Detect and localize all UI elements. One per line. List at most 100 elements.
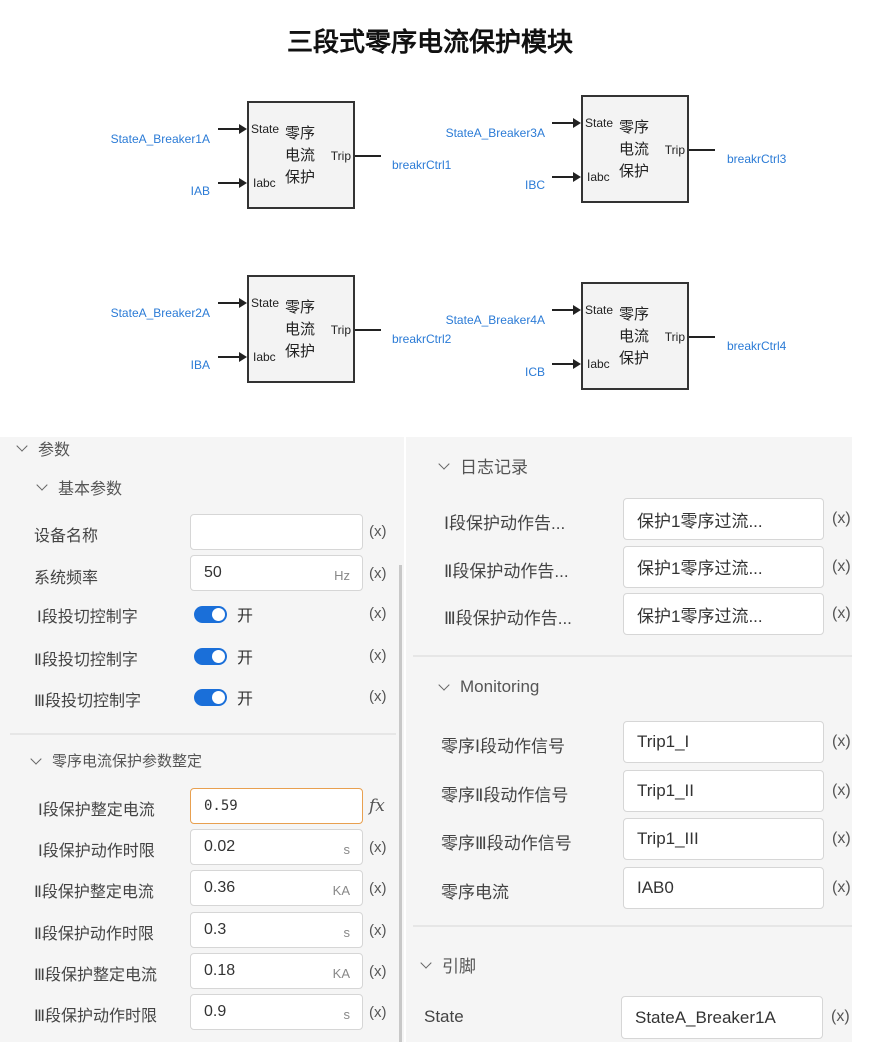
variable-button[interactable]: (x) (369, 647, 387, 664)
field-input[interactable]: 保护1零序过流... (623, 545, 824, 588)
trip-signal-label[interactable]: breakrCtrl4 (727, 339, 787, 353)
block-name: 零序电流保护 (285, 125, 316, 186)
trip-signal-label[interactable]: breakrCtrl1 (392, 158, 452, 172)
chevron-down-icon (16, 440, 28, 452)
variable-button[interactable]: (x) (369, 565, 387, 582)
variable-button[interactable]: (x) (369, 880, 387, 898)
device-name-input[interactable] (190, 514, 363, 550)
output-wire (689, 149, 715, 151)
switch3-toggle[interactable] (194, 689, 227, 706)
variable-button[interactable]: (x) (832, 557, 851, 575)
field-input[interactable]: Trip1_I (623, 721, 824, 763)
state-signal-label[interactable]: StateA_Breaker2A (110, 306, 210, 320)
input-value: IAB0 (637, 877, 674, 897)
field-input[interactable]: StateA_Breaker1A (621, 996, 823, 1039)
field-input[interactable]: Trip1_III (623, 818, 824, 860)
variable-button[interactable]: (x) (832, 781, 851, 799)
variable-button[interactable]: (x) (832, 830, 851, 847)
chevron-down-icon (30, 752, 42, 765)
switch2-label: Ⅱ段投切控制字 (34, 652, 138, 669)
state-signal-label[interactable]: StateA_Breaker4A (445, 313, 545, 327)
input-value: 0.59 (204, 798, 238, 814)
left-scrollbar[interactable] (399, 565, 402, 1042)
trip-signal-label[interactable]: breakrCtrl2 (392, 332, 452, 346)
switch2-toggle[interactable] (194, 648, 227, 665)
field-label: Ⅰ段保护动作告... (444, 514, 566, 533)
pin-trip: Trip (330, 149, 351, 163)
iabc-signal-label[interactable]: ICB (524, 365, 545, 379)
input-wire (552, 176, 574, 178)
input-value: Trip1_III (637, 829, 699, 848)
field-input[interactable]: IAB0 (623, 866, 824, 909)
variable-button[interactable]: (x) (831, 1008, 850, 1025)
field-input[interactable]: Trip1_II (623, 769, 824, 812)
section-title: 零序电流保护参数整定 (52, 753, 203, 770)
switch1-toggle[interactable] (194, 606, 227, 623)
pin-trip: Trip (330, 323, 351, 337)
variable-button[interactable]: (x) (832, 510, 851, 527)
variable-button[interactable]: (x) (369, 1004, 387, 1021)
pin-state: State (585, 303, 614, 317)
section-log[interactable]: 日志记录 (438, 453, 528, 478)
variable-button[interactable]: (x) (832, 878, 851, 896)
variable-button[interactable]: (x) (369, 605, 387, 622)
formula-fx-icon[interactable]: fx (369, 796, 385, 816)
setting-label: Ⅲ段保护动作时限 (34, 1008, 158, 1025)
section-params[interactable]: 参数 (16, 436, 70, 460)
divider (413, 655, 852, 657)
iabc-signal-label[interactable]: IAB (190, 184, 210, 198)
pin-iabc: Iabc (253, 350, 276, 364)
variable-button[interactable]: (x) (369, 921, 387, 939)
input-value: 0.36 (204, 879, 236, 897)
field-input[interactable]: 保护1零序过流... (623, 498, 824, 540)
input-wire (552, 363, 574, 365)
block-name: 零序电流保护 (285, 299, 316, 360)
pin-trip: Trip (664, 143, 685, 157)
variable-button[interactable]: (x) (369, 839, 387, 857)
section-monitoring[interactable]: Monitoring (438, 677, 540, 697)
section-title: Monitoring (460, 677, 540, 696)
variable-button[interactable]: (x) (369, 962, 387, 980)
variable-button[interactable]: (x) (832, 733, 851, 750)
section-basic-params[interactable]: 基本参数 (36, 475, 122, 499)
setting-input[interactable]: 0.59 (190, 788, 363, 824)
divider (10, 733, 396, 735)
field-label: 零序Ⅱ段动作信号 (441, 785, 569, 805)
arrow-icon (239, 124, 247, 134)
section-title: 引脚 (442, 957, 476, 976)
input-value: 保护1零序过流... (637, 511, 763, 531)
state-signal-label[interactable]: StateA_Breaker3A (445, 126, 545, 140)
section-pins[interactable]: 引脚 (420, 952, 476, 977)
unit-label: s (343, 841, 351, 857)
pin-state: State (251, 296, 280, 310)
unit-label: s (343, 924, 351, 940)
variable-button[interactable]: (x) (369, 523, 387, 540)
iabc-signal-label[interactable]: IBA (190, 358, 210, 372)
chevron-down-icon (438, 679, 450, 691)
field-label: State (424, 1007, 464, 1026)
chevron-down-icon (438, 457, 450, 470)
input-wire (552, 122, 574, 124)
input-value: 保护1零序过流... (637, 559, 763, 578)
section-settings[interactable]: 零序电流保护参数整定 (30, 750, 203, 771)
state-signal-label[interactable]: StateA_Breaker1A (110, 132, 210, 146)
arrow-icon (573, 305, 581, 315)
switch3-label: Ⅲ段投切控制字 (34, 693, 142, 710)
field-label: 零序Ⅰ段动作信号 (441, 737, 566, 756)
iabc-signal-label[interactable]: IBC (524, 178, 545, 192)
variable-button[interactable]: (x) (832, 605, 851, 622)
trip-signal-label[interactable]: breakrCtrl3 (727, 152, 787, 166)
variable-button[interactable]: (x) (369, 688, 387, 705)
field-input[interactable]: 保护1零序过流... (623, 593, 824, 635)
input-value: 0.18 (204, 961, 236, 979)
